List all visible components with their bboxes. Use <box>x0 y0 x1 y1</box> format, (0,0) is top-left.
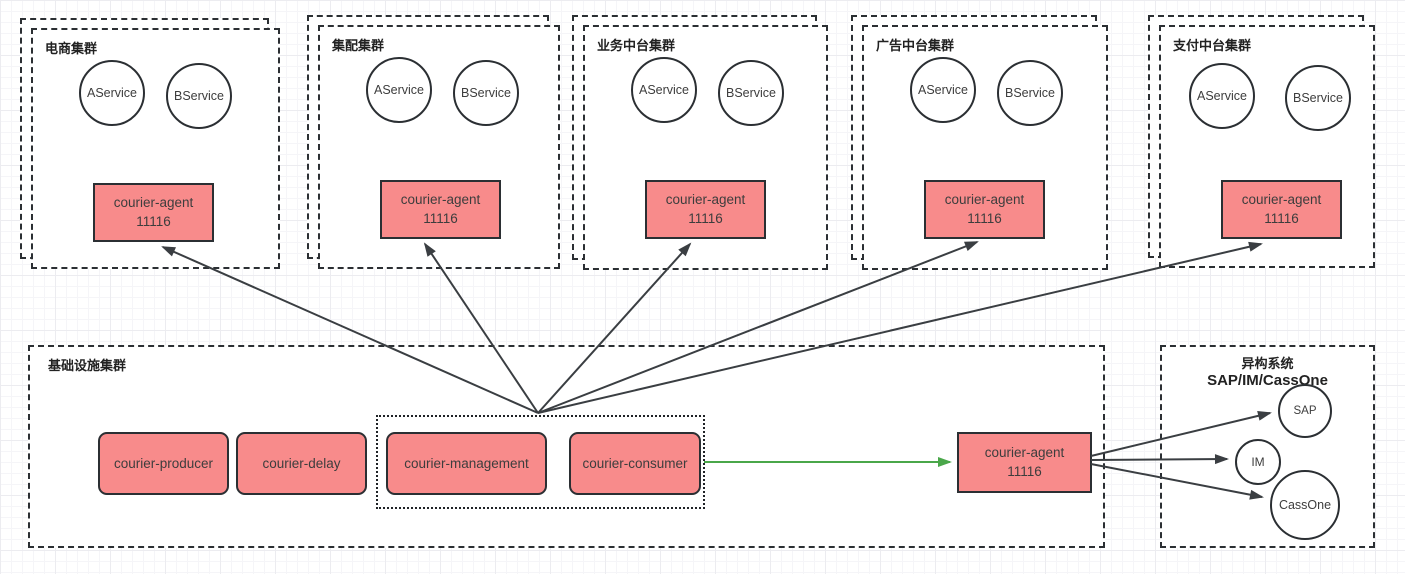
heterogeneous-systems-box: 异构系统 SAP/IM/CassOne SAP IM CassOne <box>1160 345 1375 548</box>
courier-agent-node: courier-agent 11116 <box>93 183 214 242</box>
service-label: BService <box>725 86 777 100</box>
agent-name: courier-agent <box>944 192 1025 208</box>
cluster-ads-middle: 广告中台集群 AService BService courier-agent 1… <box>851 15 1108 270</box>
service-circle: AService <box>79 60 145 126</box>
courier-agent-node: courier-agent 11116 <box>924 180 1045 239</box>
service-circle: AService <box>910 57 976 123</box>
im-circle: IM <box>1235 439 1281 485</box>
service-label: AService <box>86 86 138 100</box>
courier-producer-node: courier-producer <box>98 432 229 495</box>
agent-name: courier-agent <box>984 445 1065 461</box>
agent-name: courier-agent <box>665 192 746 208</box>
service-circle: AService <box>366 57 432 123</box>
service-label: AService <box>638 83 690 97</box>
cluster-business-middle: 业务中台集群 AService BService courier-agent 1… <box>572 15 828 270</box>
service-label: BService <box>460 86 512 100</box>
service-label: AService <box>1196 89 1248 103</box>
courier-agent-node: courier-agent 11116 <box>645 180 766 239</box>
cluster-box: 电商集群 AService BService courier-agent 111… <box>31 28 280 269</box>
cluster-title: 支付中台集群 <box>1173 38 1252 53</box>
service-circle: BService <box>1285 65 1351 131</box>
service-label: BService <box>1004 86 1056 100</box>
cassone-circle: CassOne <box>1270 470 1340 540</box>
cluster-jipei: 集配集群 AService BService courier-agent 111… <box>307 15 560 269</box>
hetero-title: 异构系统 <box>1241 356 1294 371</box>
system-label: SAP <box>1293 405 1317 417</box>
agent-port: 11116 <box>688 210 723 226</box>
service-circle: BService <box>718 60 784 126</box>
agent-port: 11116 <box>1264 210 1299 226</box>
agent-name: courier-agent <box>400 192 481 208</box>
cluster-ecommerce: 电商集群 AService BService courier-agent 111… <box>20 18 280 269</box>
courier-agent-node: courier-agent 11116 <box>957 432 1092 493</box>
cluster-title: 集配集群 <box>332 38 385 53</box>
agent-name: courier-agent <box>113 195 194 211</box>
courier-agent-node: courier-agent 11116 <box>1221 180 1342 239</box>
agent-name: courier-agent <box>1241 192 1322 208</box>
agent-port: 11116 <box>136 213 171 229</box>
system-label: CassOne <box>1278 498 1332 512</box>
management-consumer-group: courier-management courier-consumer <box>376 415 705 509</box>
service-circle: AService <box>631 57 697 123</box>
cluster-box: 业务中台集群 AService BService courier-agent 1… <box>583 25 828 270</box>
service-circle: BService <box>166 63 232 129</box>
hetero-subtitle: SAP/IM/CassOne <box>1207 372 1328 389</box>
service-circle: AService <box>1189 63 1255 129</box>
cluster-title: 电商集群 <box>45 41 98 56</box>
agent-port: 11116 <box>967 210 1002 226</box>
cluster-box: 支付中台集群 AService BService courier-agent 1… <box>1159 25 1375 268</box>
cluster-box: 集配集群 AService BService courier-agent 111… <box>318 25 560 269</box>
sap-circle: SAP <box>1278 384 1332 438</box>
service-label: AService <box>373 83 425 97</box>
service-circle: BService <box>453 60 519 126</box>
agent-port: 11116 <box>1007 463 1042 479</box>
cluster-title: 基础设施集群 <box>48 358 127 373</box>
cluster-infrastructure: 基础设施集群 courier-producer courier-delay co… <box>28 345 1105 548</box>
service-label: AService <box>917 83 969 97</box>
cluster-payment-middle: 支付中台集群 AService BService courier-agent 1… <box>1148 15 1375 268</box>
courier-management-node: courier-management <box>386 432 547 495</box>
service-label: BService <box>173 89 225 103</box>
courier-delay-node: courier-delay <box>236 432 367 495</box>
cluster-title: 广告中台集群 <box>876 38 955 53</box>
service-circle: BService <box>997 60 1063 126</box>
courier-agent-node: courier-agent 11116 <box>380 180 501 239</box>
courier-consumer-node: courier-consumer <box>569 432 701 495</box>
system-label: IM <box>1251 455 1265 469</box>
agent-port: 11116 <box>423 210 458 226</box>
cluster-title: 业务中台集群 <box>597 38 676 53</box>
cluster-box: 广告中台集群 AService BService courier-agent 1… <box>862 25 1108 270</box>
service-label: BService <box>1292 91 1344 105</box>
